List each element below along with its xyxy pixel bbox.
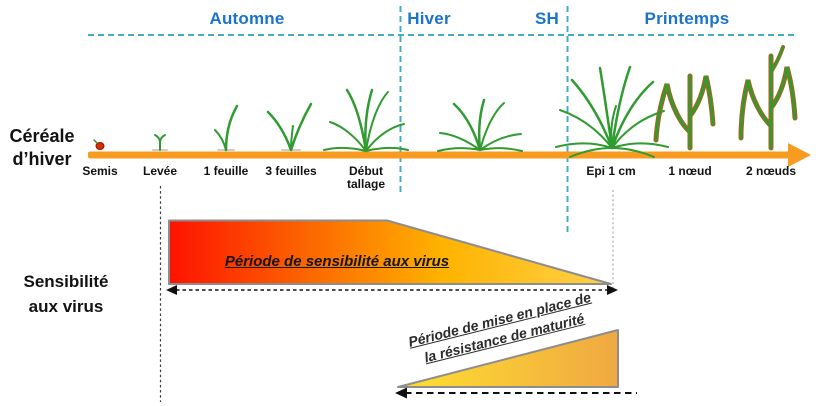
stage-label-debut-tallage: Début tallage: [346, 164, 385, 191]
maturity-resistance-shape: [397, 329, 619, 388]
season-label-hiver: Hiver: [407, 9, 451, 28]
virus-period-label: Période de sensibilité aux virus: [224, 253, 450, 270]
semis-seed-icon: [93, 139, 105, 150]
tillering-plant-icon: [323, 88, 409, 153]
maturity-period-extent-arrow: [395, 387, 637, 399]
timeline-title-line2: d’hiver: [12, 149, 72, 169]
stage-label-2-noeuds: 2 nœuds: [746, 164, 796, 178]
one-leaf-plant-icon: [214, 104, 239, 152]
season-label-printemps: Printemps: [644, 9, 730, 28]
stage-label-3-feuilles: 3 feuilles: [265, 164, 317, 178]
season-label-sh: SH: [534, 9, 560, 28]
epi1cm-plant-icon: [555, 65, 669, 158]
timeline-title: Céréale d’hiver: [2, 125, 82, 171]
two-nodes-plant-icon: [738, 45, 798, 151]
timeline-title-line1: Céréale: [9, 126, 75, 146]
timeline-arrow: [88, 143, 811, 167]
virus-period-extent-arrow: [166, 285, 618, 295]
sensitivity-row-title-line2: aux virus: [28, 297, 104, 316]
stage-label-semis: Semis: [82, 164, 118, 178]
season-label-automne: Automne: [209, 9, 285, 28]
stage-label-1-feuille: 1 feuille: [203, 164, 249, 178]
virus-sensitivity-shape: [168, 219, 612, 285]
sensitivity-row-title: Sensibilité aux virus: [0, 269, 132, 319]
stage-label-levee: Levée: [142, 164, 178, 178]
stage-label-epi-1cm: Epi 1 cm: [586, 164, 636, 178]
sensitivity-row-title-line1: Sensibilité: [23, 272, 109, 291]
stage-label-1-noeud: 1 nœud: [668, 164, 712, 178]
one-node-plant-icon: [653, 73, 716, 151]
three-leaves-plant-icon: [266, 102, 313, 152]
winter-plant-icon: [437, 98, 523, 152]
levee-plant-icon: [152, 134, 168, 151]
